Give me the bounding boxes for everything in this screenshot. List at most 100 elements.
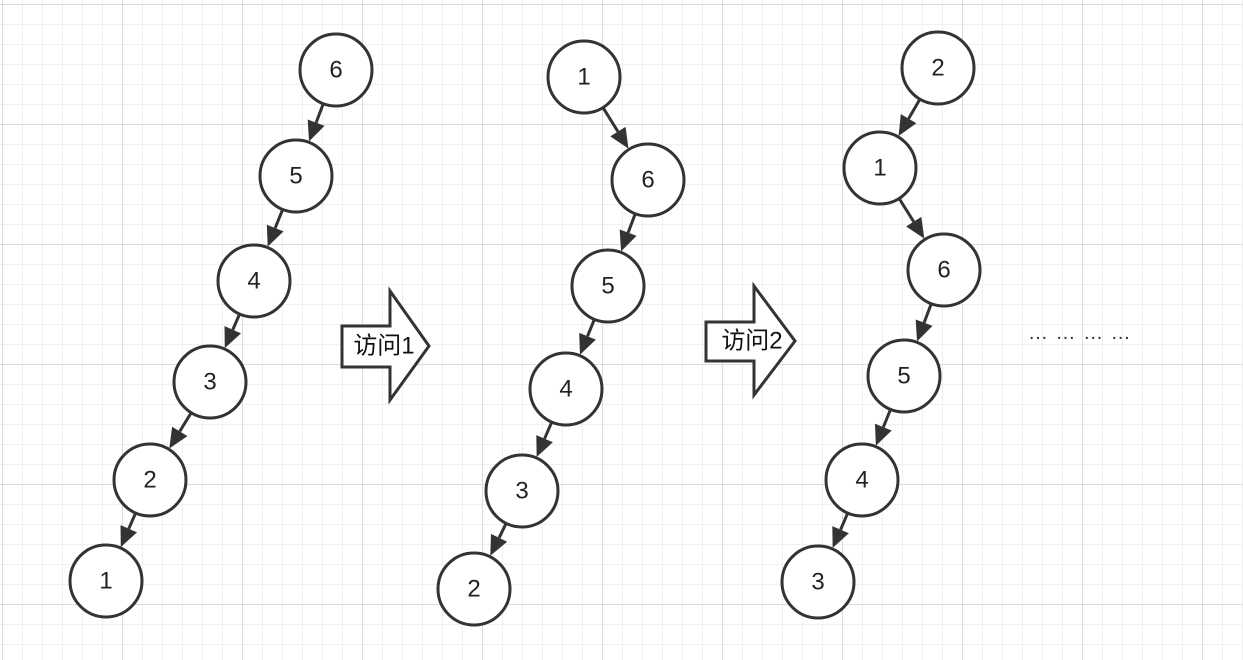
node-circle [546,39,622,115]
nodes-layer: 6 5 4 3 2 1 1 6 5 4 3 2 2 1 6 5 4 3 [68,30,982,627]
list-node: 1 [842,130,918,206]
node-circle [112,442,188,518]
edge-arrow [266,208,285,247]
edge-arrow [307,103,325,142]
node-label: 2 [143,467,156,494]
node-label: 5 [897,363,910,390]
arrowhead-icon [224,326,242,349]
list-node: 6 [906,232,982,308]
edge-line [231,313,241,331]
edge-arrow [619,213,637,252]
edge-arrow [490,522,508,556]
arrowhead-icon [915,319,933,342]
node-circle [900,30,976,106]
node-label: 1 [99,568,112,595]
edges-layer [120,98,933,556]
node-label: 4 [559,376,572,403]
node-circle [258,138,334,214]
list-node: 4 [528,351,604,427]
edge-arrow [915,303,933,342]
arrowhead-icon [307,119,325,142]
node-circle [780,544,856,620]
arrowhead-icon [874,423,892,446]
node-circle [906,232,982,308]
node-label: 4 [247,268,260,295]
edge-line [178,411,193,433]
edge-arrow [898,98,922,136]
edge-line [601,106,620,133]
list-node: 5 [258,138,334,214]
node-label: 3 [811,569,824,596]
node-circle [298,32,374,108]
list-node: 4 [824,442,900,518]
arrowhead-icon [898,114,917,136]
edge-arrow [579,318,596,355]
node-circle [570,248,646,324]
arrowhead-icon [832,526,849,549]
node-label: 6 [937,257,950,284]
edge-arrow [536,421,554,458]
node-circle [866,338,942,414]
node-label: 3 [515,478,528,505]
node-label: 4 [855,467,868,494]
node-circle [436,551,512,627]
edge-line [907,98,922,120]
node-circle [528,351,604,427]
edge-arrow [169,411,193,449]
node-label: 2 [467,576,480,603]
list-node: 6 [298,32,374,108]
node-circle [172,344,248,420]
node-circle [842,130,918,206]
list-node: 3 [780,544,856,620]
arrowhead-icon [536,435,553,458]
edge-line [881,408,892,428]
node-circle [484,453,560,529]
list-node: 3 [172,344,248,420]
step-arrow-shape-2 [704,281,797,400]
node-label: 3 [203,369,216,396]
edge-arrow [832,512,850,549]
arrowhead-icon [490,533,508,556]
edge-line [839,512,850,531]
step-label-visit-2: 访问2 [721,328,782,355]
arrowhead-icon [906,216,925,239]
list-node: 6 [610,142,686,218]
edge-line [897,197,915,223]
edge-line [543,421,554,440]
arrowhead-icon [266,224,284,247]
list-node: 2 [112,442,188,518]
list-node: 2 [900,30,976,106]
step-arrow-visit-2: 访问2 [704,281,797,400]
step-arrow-visit-1: 访问1 [340,286,431,405]
list-node: 4 [216,243,292,319]
edge-line [586,318,596,337]
list-node: 1 [546,39,622,115]
step-label-visit-1: 访问1 [353,333,414,360]
step-arrow-shape-1 [340,286,431,405]
list-node: 5 [866,338,942,414]
arrowhead-icon [579,332,596,355]
edge-line [273,208,285,229]
edge-arrow [897,197,925,239]
node-label: 6 [329,57,342,84]
node-label: 6 [641,167,654,194]
list-node: 5 [570,248,646,324]
node-label: 2 [931,55,944,82]
list-node: 2 [436,551,512,627]
ellipsis-continuation: … … … … [1028,322,1132,344]
arrowhead-icon [120,525,138,548]
list-node: 1 [68,543,144,619]
edge-arrow [874,408,892,446]
edge-arrow [601,106,629,149]
node-circle [216,243,292,319]
edge-line [127,512,137,530]
node-label: 5 [289,163,302,190]
node-circle [610,142,686,218]
node-circle [824,442,900,518]
node-circle [68,543,144,619]
edge-line [314,103,325,124]
list-node: 3 [484,453,560,529]
edge-arrow [224,313,242,349]
arrowhead-icon [610,126,629,149]
